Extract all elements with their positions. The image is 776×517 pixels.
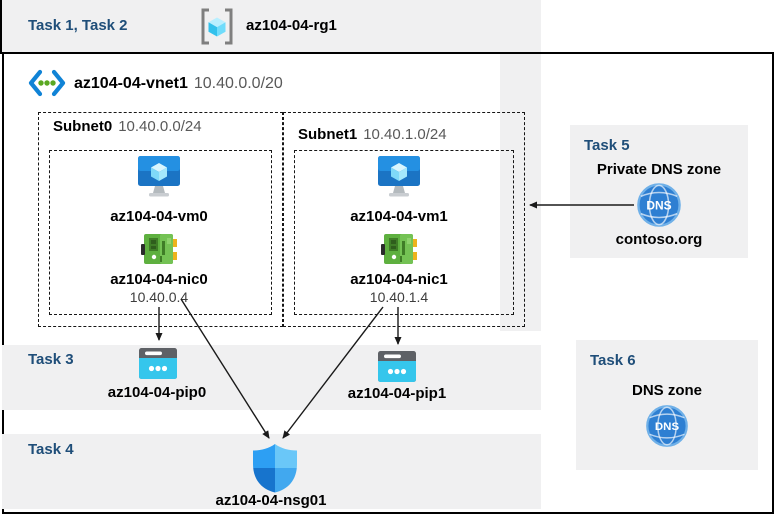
- pip0-label: az104-04-pip0: [107, 384, 207, 401]
- subnet0-cidr: 10.40.0.0/24: [118, 118, 202, 135]
- task6-label: Task 6: [590, 352, 636, 369]
- task3-band: Task 3: [2, 345, 541, 410]
- task6-box: Task 6 DNS zone DNS: [576, 340, 758, 470]
- pip0-icon: [139, 348, 177, 379]
- pip1-icon: [378, 351, 416, 382]
- nsg-shield-icon: [253, 444, 297, 493]
- nsg-label: az104-04-nsg01: [215, 492, 327, 509]
- nic0-icon: [141, 234, 177, 264]
- dns-icon-text: DNS: [655, 421, 680, 433]
- subnet0-name: Subnet0: [53, 118, 113, 135]
- resource-group-name: az104-04-rg1: [246, 17, 337, 34]
- task4-label: Task 4: [28, 441, 74, 458]
- task5-label: Task 5: [584, 137, 630, 154]
- subnet1-label: Subnet1 10.40.1.0/24: [298, 126, 447, 144]
- task-1-2-label: Task 1, Task 2: [28, 17, 128, 34]
- private-dns-zone-icon: DNS: [637, 183, 681, 227]
- vm0-icon: [138, 156, 180, 197]
- vm1-icon: [378, 156, 420, 197]
- subnet1-inner-box: [294, 150, 514, 315]
- subnet0-label: Subnet0 10.40.0.0/24: [53, 118, 202, 136]
- task5-box: Task 5 Private DNS zone DNS contoso.org: [570, 125, 748, 258]
- vm1-label: az104-04-vm1: [350, 208, 448, 225]
- subnet1-box: [283, 112, 525, 327]
- task3-label: Task 3: [28, 351, 74, 368]
- dns-zone-icon: DNS: [646, 405, 688, 447]
- subnet1-cidr: 10.40.1.0/24: [363, 126, 447, 143]
- nic1-icon: [381, 234, 417, 264]
- vnet-cidr: 10.40.0.0/20: [193, 75, 283, 92]
- vnet-title: az104-04-vnet1 10.40.0.0/20: [74, 75, 283, 93]
- left-border-segment: [0, 0, 2, 54]
- subnet1-name: Subnet1: [298, 126, 358, 143]
- pip1-label: az104-04-pip1: [347, 385, 447, 402]
- vm0-label: az104-04-vm0: [110, 208, 208, 225]
- vnet-name: az104-04-vnet1: [74, 75, 188, 92]
- nic0-label: az104-04-nic0: [110, 271, 208, 288]
- private-dns-icon-text: DNS: [646, 198, 671, 212]
- nic1-label: az104-04-nic1: [350, 271, 448, 288]
- vnet-right-gray-strip: [500, 54, 541, 331]
- resource-group-icon: [201, 8, 233, 45]
- subnet0-inner-box: [49, 150, 272, 315]
- nic1-ip: 10.40.1.4: [369, 289, 429, 305]
- virtual-network-icon: [28, 69, 66, 97]
- subnet0-box: [38, 112, 283, 327]
- header-band: Task 1, Task 2 az104-04-rg1: [2, 0, 541, 53]
- nic0-ip: 10.40.0.4: [129, 289, 189, 305]
- contoso-zone-name: contoso.org: [615, 231, 703, 248]
- private-dns-zone-title: Private DNS zone: [596, 161, 722, 178]
- dns-zone-title: DNS zone: [631, 382, 702, 399]
